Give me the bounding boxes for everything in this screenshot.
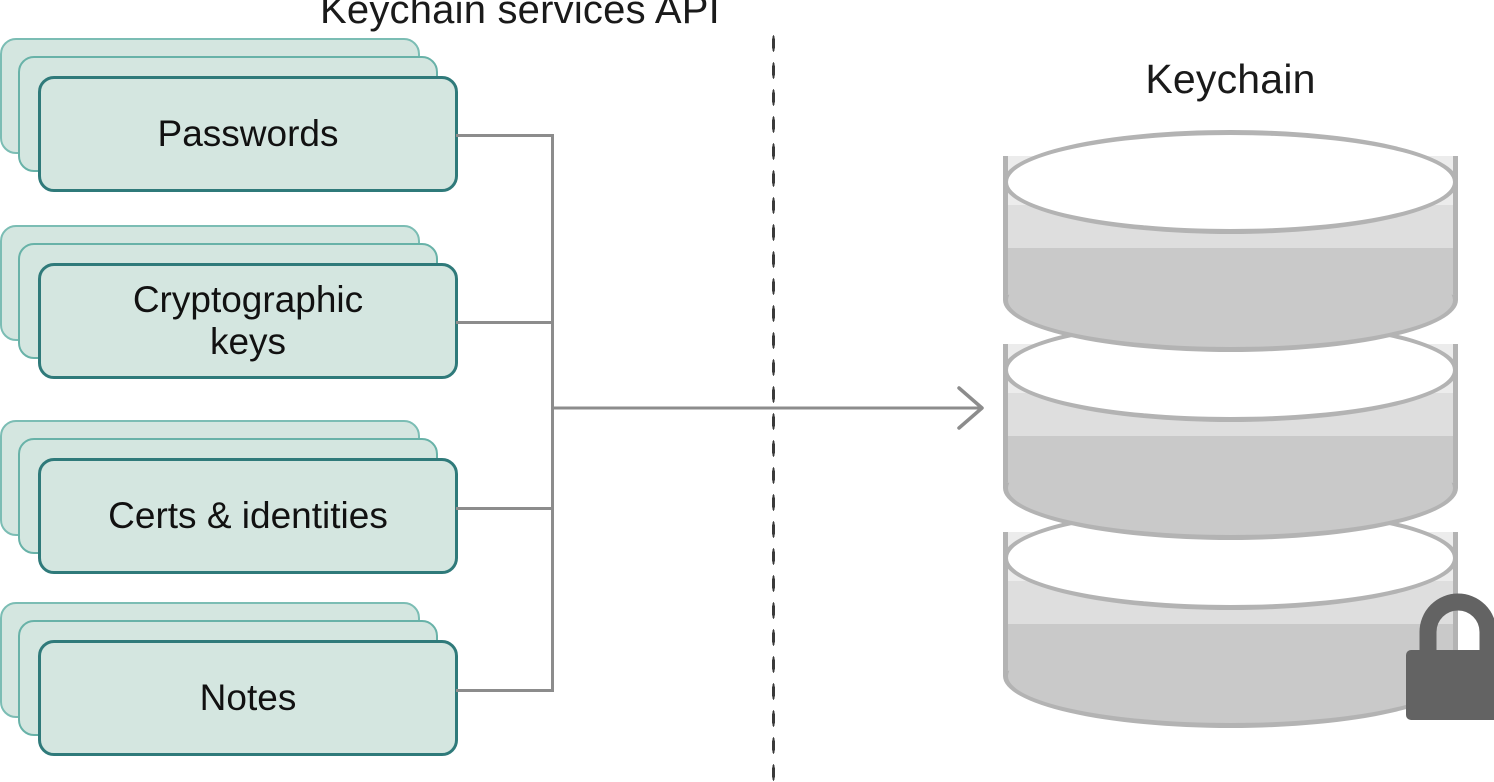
arrow-right-icon bbox=[551, 386, 984, 430]
card-label: Certs & identities bbox=[108, 495, 388, 536]
connector-cryptographic-keys bbox=[456, 321, 554, 324]
cylinder-disc-top bbox=[1003, 130, 1458, 352]
card-front-cryptographic-keys[interactable]: Cryptographic keys bbox=[38, 263, 458, 379]
connector-bus bbox=[551, 134, 554, 692]
card-front-certs-identities[interactable]: Certs & identities bbox=[38, 458, 458, 574]
card-label: Notes bbox=[199, 677, 297, 718]
card-front-notes[interactable]: Notes bbox=[38, 640, 458, 756]
card-label: Passwords bbox=[157, 113, 339, 154]
api-title: Keychain services API bbox=[320, 0, 720, 32]
keychain-title: Keychain bbox=[1145, 56, 1316, 102]
connector-passwords bbox=[456, 134, 554, 137]
card-stack-cryptographic-keys[interactable]: Cryptographic keys bbox=[0, 225, 460, 381]
card-front-passwords[interactable]: Passwords bbox=[38, 76, 458, 192]
dotted-divider bbox=[771, 30, 776, 782]
connector-certs-identities bbox=[456, 507, 554, 510]
card-label: Cryptographic keys bbox=[132, 279, 364, 362]
card-stack-notes[interactable]: Notes bbox=[0, 602, 460, 758]
cylinder-disc-middle bbox=[1003, 318, 1458, 540]
connector-notes bbox=[456, 689, 554, 692]
card-stack-certs-identities[interactable]: Certs & identities bbox=[0, 420, 460, 576]
lock-icon bbox=[1406, 593, 1494, 720]
card-stack-passwords[interactable]: Passwords bbox=[0, 38, 460, 194]
database-cylinder-icon bbox=[1003, 130, 1458, 728]
